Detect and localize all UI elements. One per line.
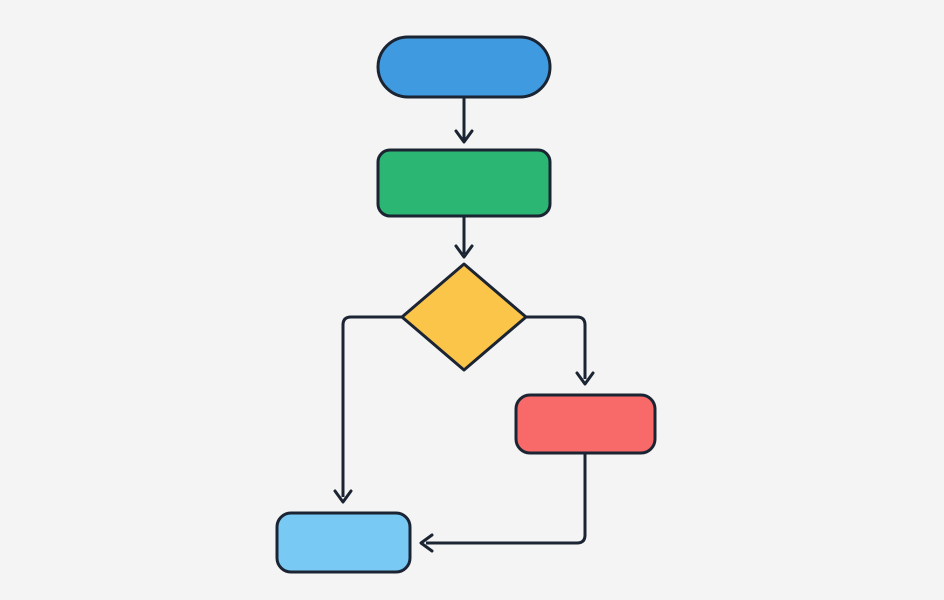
node-decision[interactable]: [400, 262, 528, 372]
node-alternate[interactable]: [514, 393, 657, 455]
edge-alternate-to-end: [419, 453, 587, 553]
node-alternate-shape[interactable]: [514, 393, 657, 455]
node-process[interactable]: [376, 148, 552, 218]
node-start-shape[interactable]: [376, 35, 552, 99]
edge-process-to-decision: [454, 216, 474, 259]
node-end[interactable]: [275, 511, 412, 574]
node-start[interactable]: [376, 35, 552, 99]
nodes-layer: [275, 35, 657, 574]
arrowhead-down-icon: [333, 489, 353, 504]
edge-line: [526, 315, 587, 379]
arrowhead-down-icon: [454, 129, 474, 144]
edge-decision-right-to-alternate: [526, 315, 595, 386]
arrowhead-left-icon: [419, 533, 434, 553]
edge-line: [426, 453, 587, 545]
arrowhead-down-icon: [575, 371, 595, 386]
arrowhead-down-icon: [454, 244, 474, 259]
node-process-shape[interactable]: [376, 148, 552, 218]
node-decision-shape[interactable]: [400, 262, 528, 372]
node-end-shape[interactable]: [275, 511, 412, 574]
edge-line: [341, 315, 402, 497]
edge-decision-left-to-end: [333, 315, 402, 504]
edges-layer: [333, 97, 595, 553]
edge-start-to-process: [454, 97, 474, 144]
